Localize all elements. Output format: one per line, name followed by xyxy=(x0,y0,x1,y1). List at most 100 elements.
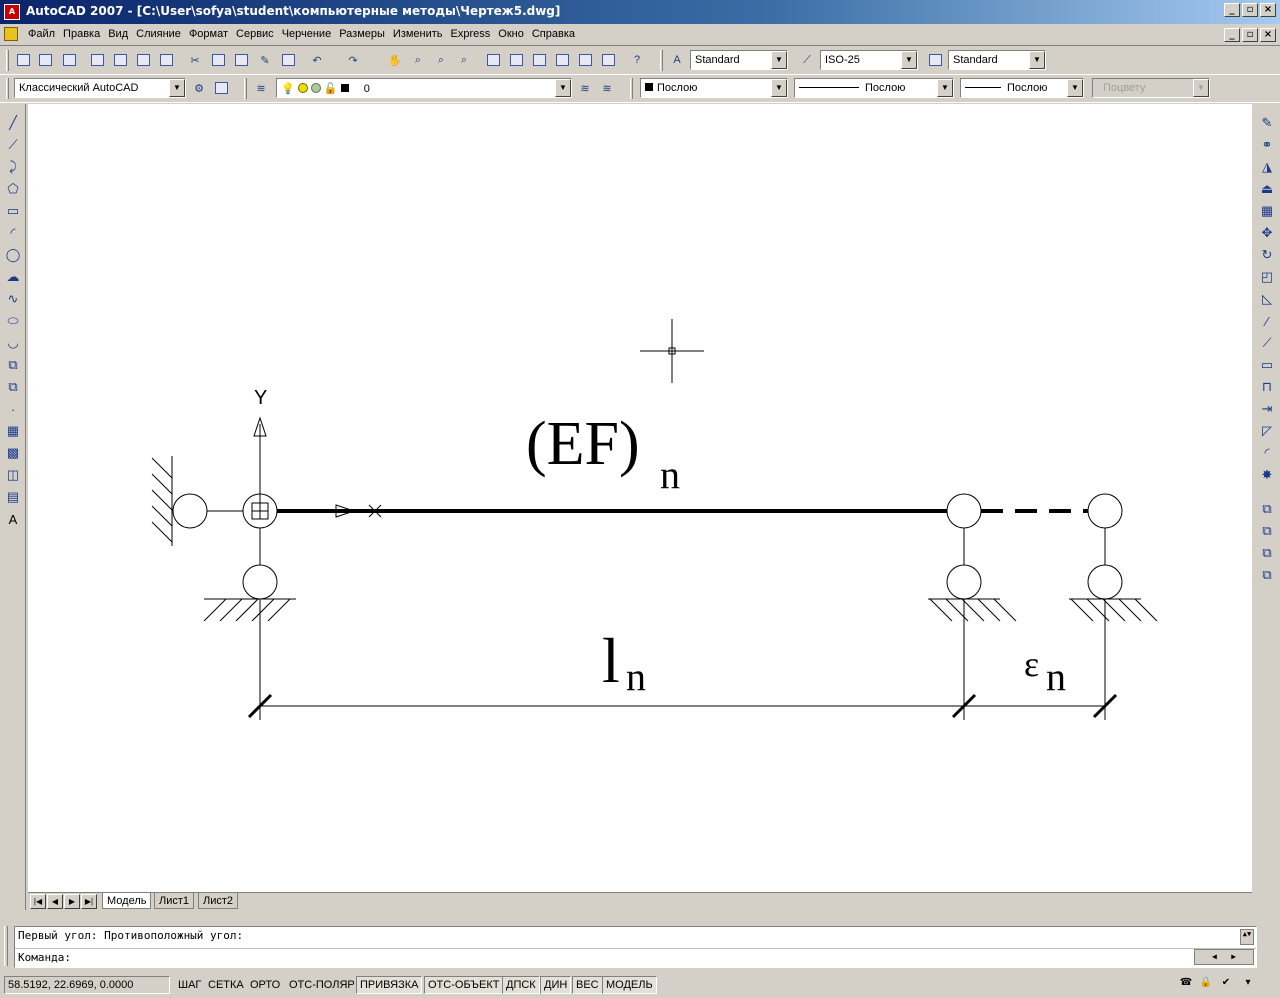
workspace-select[interactable]: Классический AutoCAD▼ xyxy=(14,78,186,98)
coordinates-readout[interactable]: 58.5192, 22.6969, 0.0000 xyxy=(4,976,170,994)
sheet-set-icon[interactable] xyxy=(553,51,571,69)
plot-preview-icon[interactable] xyxy=(111,51,129,69)
calculator-icon[interactable] xyxy=(599,51,617,69)
table-style-select[interactable]: Standard▼ xyxy=(948,50,1046,70)
menu-draw[interactable]: Черчение xyxy=(281,28,332,40)
toolbar-grip[interactable] xyxy=(6,78,9,99)
properties-icon[interactable] xyxy=(484,51,502,69)
layer-select[interactable]: 💡 🔓 0 ▼ xyxy=(276,78,572,98)
doc-minimize-button[interactable]: _ xyxy=(1224,28,1240,42)
break-icon[interactable]: ⊓ xyxy=(1261,379,1273,394)
ellipse-icon[interactable]: ⬭ xyxy=(7,313,19,328)
dim-style-select[interactable]: ISO-25▼ xyxy=(820,50,918,70)
point-icon[interactable]: · xyxy=(10,401,16,417)
menu-window[interactable]: Окно xyxy=(498,28,524,40)
menu-view[interactable]: Вид xyxy=(108,28,129,40)
lineweight-select[interactable]: Послою▼ xyxy=(960,78,1084,98)
doc-close-button[interactable]: × xyxy=(1260,28,1276,42)
dyn-toggle[interactable]: ДИН xyxy=(540,976,572,994)
drawing-canvas[interactable]: Y (EF) n l n ε n xyxy=(28,104,1252,892)
explode-icon[interactable]: ✸ xyxy=(1261,467,1273,482)
line-icon[interactable]: ╱ xyxy=(9,115,17,130)
ellipse-arc-icon[interactable]: ◡ xyxy=(7,335,19,350)
extend-icon[interactable]: ⟋ xyxy=(1262,335,1272,350)
dim-style-icon[interactable]: ⟋ xyxy=(803,53,811,66)
design-center-icon[interactable] xyxy=(507,51,525,69)
menu-express[interactable]: Express xyxy=(450,28,491,40)
menu-edit[interactable]: Правка xyxy=(63,28,101,40)
open-icon[interactable] xyxy=(36,51,54,69)
linetype-select[interactable]: Послою▼ xyxy=(794,78,954,98)
table-icon[interactable]: ▤ xyxy=(6,489,20,504)
undo-icon[interactable]: ↶ xyxy=(312,54,322,67)
save-icon[interactable] xyxy=(60,51,78,69)
osnap-toggle[interactable]: ПРИВЯЗКА xyxy=(356,976,423,994)
xref-notification-icon[interactable]: ✔ xyxy=(1221,977,1231,988)
chevron-down-icon[interactable]: ▼ xyxy=(771,79,787,97)
table-style-icon[interactable] xyxy=(926,51,944,69)
bring-above-icon[interactable]: ⧉ xyxy=(1262,545,1272,560)
move-icon[interactable]: ✥ xyxy=(1261,225,1273,240)
chevron-down-icon[interactable]: ▼ xyxy=(1029,51,1045,69)
send-under-icon[interactable]: ⧉ xyxy=(1262,567,1272,582)
next-tab-button[interactable]: ▶ xyxy=(64,894,80,909)
workspace-save-icon[interactable] xyxy=(212,79,230,97)
block-editor-icon[interactable] xyxy=(279,51,297,69)
command-line[interactable]: Первый угол: Противоположный угол: Коман… xyxy=(14,926,1257,968)
redo-icon[interactable]: ↷ xyxy=(348,54,358,67)
unlock-icon[interactable]: 🔓 xyxy=(323,83,338,95)
zoom-window-icon[interactable]: ⌕ xyxy=(437,53,445,66)
tab-model[interactable]: Модель xyxy=(102,893,152,909)
trim-icon[interactable]: ⁄ xyxy=(1265,313,1269,329)
multiline-text-icon[interactable]: A xyxy=(8,511,18,527)
maximize-button[interactable]: ▫ xyxy=(1242,3,1258,17)
command-scrollbar[interactable]: ▲▼ xyxy=(1240,929,1254,945)
new-icon[interactable] xyxy=(14,51,32,69)
doc-restore-button[interactable]: ▫ xyxy=(1242,28,1258,42)
grid-toggle[interactable]: СЕТКА xyxy=(208,979,244,991)
zoom-realtime-icon[interactable]: ⌕ xyxy=(414,53,422,66)
prev-tab-button[interactable]: ◀ xyxy=(47,894,63,909)
chevron-down-icon[interactable]: ▼ xyxy=(169,79,185,97)
menu-modify[interactable]: Изменить xyxy=(392,28,443,40)
layer-freeze-icon[interactable] xyxy=(297,83,308,93)
menu-dimension[interactable]: Размеры xyxy=(339,28,385,40)
match-properties-icon[interactable]: ✎ xyxy=(260,54,270,67)
zoom-previous-icon[interactable]: ⌕ xyxy=(460,53,468,66)
tool-palettes-icon[interactable] xyxy=(530,51,548,69)
toolbar-grip[interactable] xyxy=(630,78,633,99)
circle-icon[interactable]: ◯ xyxy=(5,247,21,262)
menu-tools[interactable]: Сервис xyxy=(236,28,274,40)
otrack-toggle[interactable]: ОТС-ОБЪЕКТ xyxy=(424,976,504,994)
command-grip[interactable] xyxy=(4,926,8,966)
rectangle-icon[interactable]: ▭ xyxy=(6,203,20,218)
polar-toggle[interactable]: ОТС-ПОЛЯР xyxy=(289,979,355,991)
arc-icon[interactable]: ◜ xyxy=(10,225,16,240)
tab-layout1[interactable]: Лист1 xyxy=(154,893,195,909)
rotate-icon[interactable]: ↻ xyxy=(1261,247,1273,262)
chevron-down-icon[interactable]: ▼ xyxy=(937,79,953,97)
make-layer-current-icon[interactable]: ≋ xyxy=(580,82,590,95)
make-block-icon[interactable]: ⧉ xyxy=(8,379,18,394)
fillet-icon[interactable]: ◜ xyxy=(1264,445,1270,460)
construction-line-icon[interactable]: ⟋ xyxy=(8,137,18,152)
polyline-icon[interactable]: ⤸ xyxy=(9,159,17,174)
last-tab-button[interactable]: ▶| xyxy=(81,894,97,909)
chevron-down-icon[interactable]: ▼ xyxy=(901,51,917,69)
text-style-select[interactable]: Standard▼ xyxy=(690,50,788,70)
lineweight-toggle[interactable]: ВЕС xyxy=(572,976,603,994)
send-to-back-icon[interactable]: ⧉ xyxy=(1262,523,1272,538)
menu-help[interactable]: Справка xyxy=(531,28,576,40)
offset-icon[interactable]: ⏏ xyxy=(1260,181,1274,196)
publish-icon[interactable] xyxy=(134,51,152,69)
close-button[interactable]: × xyxy=(1260,3,1276,17)
mirror-icon[interactable]: ◮ xyxy=(1262,159,1272,174)
layer-viewport-icon[interactable] xyxy=(310,83,321,93)
layer-on-icon[interactable]: 💡 xyxy=(281,83,295,95)
menu-merge[interactable]: Слияние xyxy=(136,28,181,40)
hatch-icon[interactable]: ▦ xyxy=(6,423,20,438)
first-tab-button[interactable]: |◀ xyxy=(30,894,46,909)
revision-cloud-icon[interactable]: ☁ xyxy=(6,269,20,284)
copy-icon[interactable] xyxy=(209,51,227,69)
ducs-toggle[interactable]: ДПСК xyxy=(502,976,540,994)
